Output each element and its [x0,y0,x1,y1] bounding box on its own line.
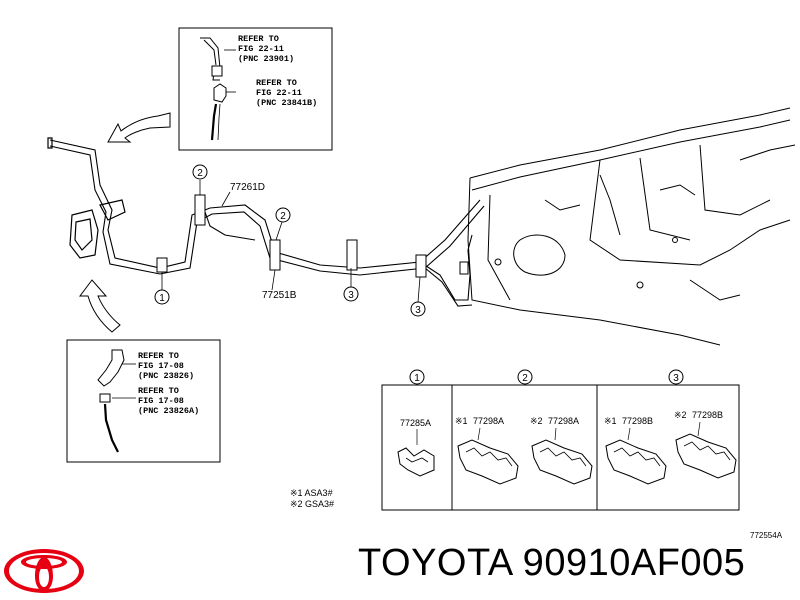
fuel-tube [49,139,485,307]
clamp-table: 1 2 3 77285A ※1 77298A ※2 77298A ※1 7729… [381,369,740,511]
curved-arrow-top [107,112,171,143]
part-label: 77298A [473,416,504,426]
table-head-3 [668,369,684,385]
clamp-77285A-icon [397,447,435,477]
note-mark: ※2 [674,410,687,420]
figure-id: 772554A [750,531,783,540]
ref-text: REFER TO [138,351,179,361]
ref-text: REFER TO [138,386,179,396]
part-label: 77298B [622,416,653,426]
part-label-77261D: 77261D [230,182,265,193]
part-label: 77298A [548,416,579,426]
curved-arrow-bottom [79,279,121,333]
ref-text: (PNC 23901) [238,54,294,64]
footnote-1: ※1 ASA3# [290,488,333,498]
part-label-77251B: 77251B [262,290,297,301]
clamp-77298A-2-icon [531,439,593,485]
callout-label: 3 [415,305,421,316]
toyota-logo-icon [4,549,84,593]
note-mark: ※1 [455,416,468,426]
callout-2-a: 2 [192,164,208,180]
ref-text: (PNC 23826) [138,371,194,381]
callout-1-main: 1 [154,289,170,305]
table-head-1 [409,369,425,385]
inset-top: REFER TO FIG 22-11 (PNC 23901) REFER TO … [178,27,333,151]
table-head-label: 2 [522,373,528,384]
inset-bottom: REFER TO FIG 17-08 (PNC 23826) REFER TO … [66,339,221,463]
part-label: 77298B [692,410,723,420]
callout-label: 2 [280,211,286,222]
part-title: TOYOTA 90910AF005 [358,542,746,584]
table-head-2 [517,369,533,385]
ref-text: (PNC 23841B) [256,98,317,108]
ref-text: FIG 17-08 [138,396,184,406]
ref-text: FIG 17-08 [138,361,184,371]
callout-2-b: 2 [275,207,291,223]
callout-3-b: 3 [410,301,426,317]
callout-label: 2 [197,168,203,179]
ref-text: FIG 22-11 [256,88,302,98]
callout-label: 3 [348,290,354,301]
leader-lines [161,180,421,303]
table-head-label: 1 [414,373,420,384]
callout-3-a: 3 [343,286,359,302]
ref-text: REFER TO [238,34,279,44]
ref-text: REFER TO [256,78,297,88]
ref-text: (PNC 23826A) [138,406,199,416]
filler-hose [47,137,126,259]
note-mark: ※1 [604,416,617,426]
clamp-77298B-1-icon [605,439,667,485]
note-mark: ※2 [530,416,543,426]
clamp-77298A-1-icon [457,439,519,485]
clamp-77298B-2-icon [675,433,737,479]
vehicle-frame [467,107,796,346]
tube-clamps [156,194,469,278]
footnote-2: ※2 GSA3# [290,499,334,509]
ref-text: FIG 22-11 [238,44,284,54]
table-head-label: 3 [673,373,679,384]
callout-label: 1 [159,293,165,304]
part-label: 77285A [400,418,431,428]
